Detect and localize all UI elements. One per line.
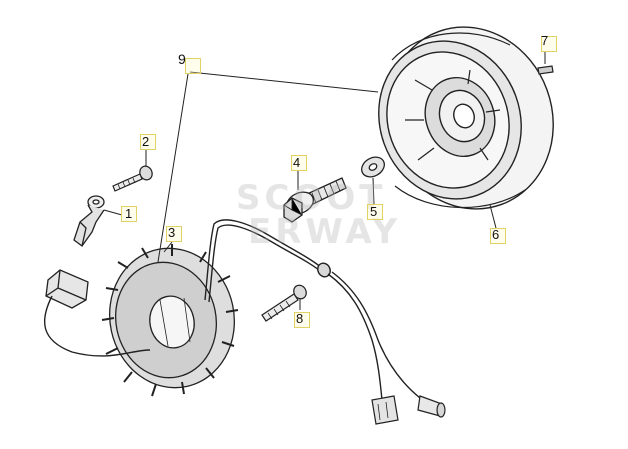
pulser-bracket bbox=[73, 195, 105, 247]
wiring-harness bbox=[43, 219, 421, 401]
callout-6: 6 bbox=[492, 227, 500, 242]
callout-box-9 bbox=[185, 58, 201, 74]
callout-7: 7 bbox=[541, 33, 549, 48]
screw bbox=[112, 165, 153, 192]
flange-bolt bbox=[283, 177, 347, 223]
flywheel-rotor bbox=[378, 26, 554, 210]
callout-8: 8 bbox=[296, 311, 304, 326]
stator-coil bbox=[101, 244, 239, 397]
callout-box-4 bbox=[291, 155, 307, 171]
terminal-connector-right bbox=[417, 395, 446, 418]
callout-9: 9 bbox=[178, 51, 186, 67]
callout-box-5 bbox=[367, 204, 383, 220]
mounting-bolt bbox=[261, 284, 307, 322]
woodruff-key bbox=[537, 65, 554, 75]
callout-3: 3 bbox=[168, 225, 176, 240]
terminal-connector-left bbox=[371, 395, 399, 425]
callout-box-3 bbox=[166, 226, 182, 242]
wire-connector bbox=[45, 269, 89, 309]
callout-box-1 bbox=[121, 206, 137, 222]
callout-4: 4 bbox=[293, 155, 301, 170]
callout-box-7 bbox=[541, 36, 557, 52]
callout-1: 1 bbox=[125, 206, 133, 221]
washer bbox=[361, 156, 385, 178]
leader-lines bbox=[103, 52, 546, 310]
callout-box-8 bbox=[294, 312, 310, 328]
watermark-line2: ERWAY bbox=[248, 212, 402, 252]
callout-box-6 bbox=[490, 228, 506, 244]
watermark-line1: SCOOT bbox=[236, 178, 387, 218]
callout-box-2 bbox=[140, 134, 156, 150]
callout-2: 2 bbox=[142, 134, 150, 149]
callout-5: 5 bbox=[370, 204, 378, 219]
